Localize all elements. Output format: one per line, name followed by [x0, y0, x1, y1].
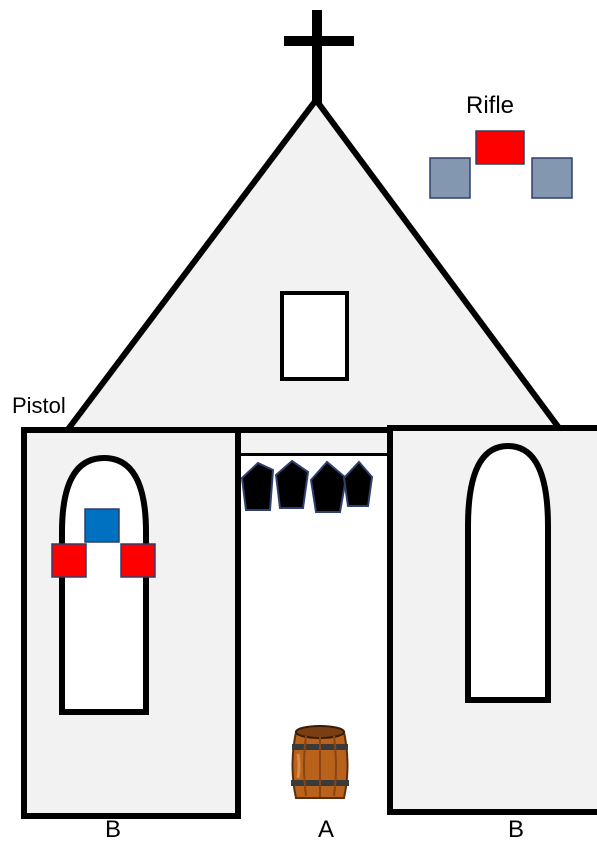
cross-icon: [284, 10, 354, 108]
left-arched-window: [62, 458, 146, 712]
doorway-lintel: [238, 430, 392, 456]
rifle-label: Rifle: [466, 92, 514, 120]
barrel-icon: [291, 726, 349, 798]
red-marker-rifle: [476, 131, 524, 164]
red-marker-right: [121, 544, 155, 577]
right-arched-window: [468, 446, 548, 700]
grey-marker-right: [532, 158, 572, 198]
grey-marker-left: [430, 158, 470, 198]
rifle-markers: [430, 131, 572, 198]
blue-marker: [85, 509, 119, 542]
roof-window: [282, 293, 347, 379]
pistol-label: Pistol: [12, 393, 66, 419]
b-right-label: B: [508, 816, 524, 844]
b-left-label: B: [105, 816, 121, 844]
a-label: A: [318, 816, 334, 844]
red-marker-left: [52, 544, 86, 577]
